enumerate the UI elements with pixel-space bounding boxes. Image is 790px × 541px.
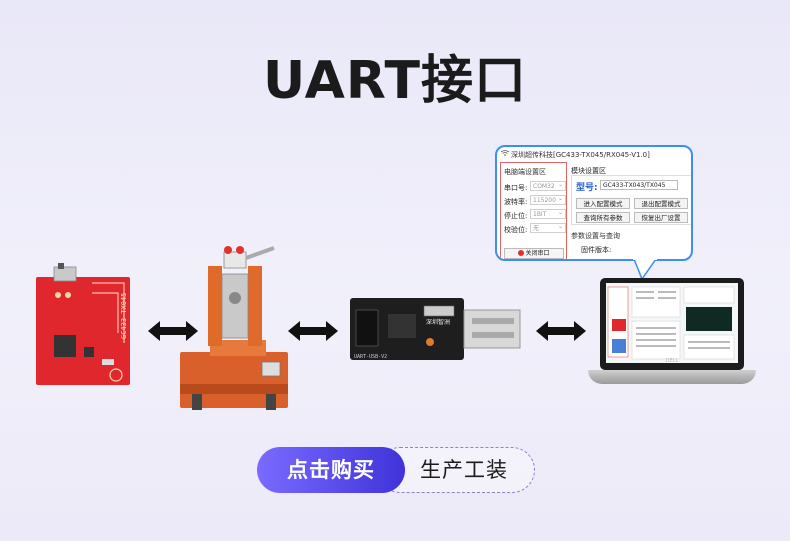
baud-label: 波特率: [504, 198, 528, 206]
software-thumbnail [607, 286, 735, 360]
pc-settings-heading: 电脑端设置区 [504, 168, 546, 176]
module-settings-panel: 型号: GC433-TX043/TX045 进入配置模式 退出配置模式 查询所有… [571, 175, 691, 225]
pc-settings-panel: 电脑端设置区 串口号: COM32 波特率: 115200 停止位: 1BIT … [500, 162, 567, 259]
firmware-label: 固件版本: [581, 246, 612, 254]
config-software-window: 深圳超传科技[GC433-TX045/RX045-V1.0] 电脑端设置区 串口… [495, 145, 693, 261]
port-row: 串口号: COM32 [504, 180, 566, 193]
baud-row: 波特率: 115200 [504, 194, 566, 207]
adapter-label-bottom: UART-USB-V2 [354, 354, 387, 360]
laptop-base: DELL [588, 358, 756, 384]
baud-select[interactable]: 115200 [530, 194, 566, 205]
wifi-icon [501, 150, 509, 156]
model-select[interactable]: GC433-TX043/TX045 [600, 180, 678, 190]
buy-button[interactable]: 点击购买 [257, 447, 405, 493]
parity-row: 校验位: 无 [504, 222, 566, 235]
double-arrow-icon [288, 321, 338, 341]
rf-module-board: GC433-TX045 [36, 263, 130, 385]
double-arrow-icon [148, 321, 198, 341]
double-arrow-icon [536, 321, 586, 341]
stopbit-label: 停止位: [504, 212, 528, 220]
module-settings-heading: 模块设置区 [571, 167, 606, 175]
test-fixture-jig [180, 246, 288, 410]
parity-label: 校验位: [504, 226, 528, 234]
exit-config-button[interactable]: 退出配置模式 [634, 198, 688, 209]
callout-pointer [633, 259, 657, 281]
stopbit-select[interactable]: 1BIT [530, 208, 566, 219]
query-params-button[interactable]: 查询所有参数 [576, 212, 630, 223]
action-buttons: 生产工装 点击购买 [257, 447, 537, 493]
factory-reset-button[interactable]: 恢复出厂设置 [634, 212, 688, 223]
usb-uart-adapter: 深圳智洲 UART-USB-V2 [350, 298, 521, 360]
window-title: 深圳超传科技[GC433-TX045/RX045-V1.0] [511, 151, 650, 159]
model-label: 型号: [576, 183, 598, 193]
laptop-screen [600, 278, 744, 370]
port-select[interactable]: COM32 [530, 180, 566, 191]
board-silk-text: GC433-TX045 [120, 293, 128, 339]
close-port-label: 关闭串口 [525, 250, 550, 257]
laptop-display [606, 283, 738, 363]
param-heading: 参数设置与查询 [571, 232, 620, 240]
page-title: UART接口 [262, 51, 528, 111]
enter-config-button[interactable]: 进入配置模式 [576, 198, 630, 209]
adapter-label-top: 深圳智洲 [426, 318, 450, 326]
close-port-button[interactable]: 关闭串口 [504, 248, 564, 259]
laptop-brand: DELL [665, 358, 679, 364]
status-dot-icon [518, 250, 525, 256]
port-label: 串口号: [504, 184, 528, 192]
stopbit-row: 停止位: 1BIT [504, 208, 566, 221]
parity-select[interactable]: 无 [530, 222, 566, 233]
